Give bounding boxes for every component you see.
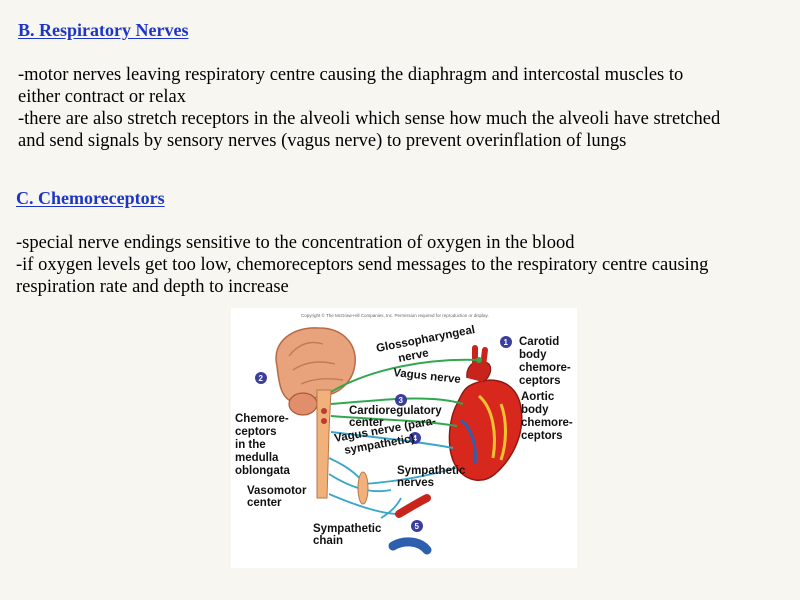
- label-carotid-4: ceptors: [519, 375, 561, 387]
- respiratory-control-diagram: Copyright © The McGraw-Hill Companies, I…: [231, 308, 577, 568]
- copyright-notice: Copyright © The McGraw-Hill Companies, I…: [301, 312, 489, 318]
- label-chemo-5: oblongata: [235, 465, 291, 477]
- label-cardioregulatory-1: Cardioregulatory: [349, 405, 442, 417]
- cerebellum-icon: [288, 392, 318, 416]
- text-line: -there are also stretch receptors in the…: [18, 109, 721, 129]
- label-aortic-2: body: [521, 404, 549, 416]
- marker-1: [500, 336, 512, 348]
- section-heading-respiratory-nerves[interactable]: B. Respiratory Nerves: [18, 20, 189, 40]
- marker-3: [395, 394, 407, 406]
- heart-icon: [448, 345, 523, 481]
- respiratory-nerves-text: -motor nerves leaving respiratory centre…: [18, 64, 720, 152]
- text-line: either contract or relax: [18, 87, 186, 107]
- label-vasomotor-2: center: [247, 497, 282, 509]
- label-sympathetic-chain-1: Sympathetic: [313, 523, 382, 535]
- label-sympathetic-chain-2: chain: [313, 535, 343, 547]
- marker-5-label: 5: [415, 522, 420, 531]
- label-carotid-3: chemore-: [519, 362, 571, 374]
- label-aortic-1: Aortic: [521, 391, 555, 403]
- label-sympathetic-nerves-1: Sympathetic: [397, 465, 466, 477]
- label-sympathetic-nerves-2: nerves: [397, 477, 434, 489]
- brainstem-icon: [316, 389, 332, 499]
- label-aortic-4: ceptors: [521, 430, 563, 442]
- label-chemo-4: medulla: [235, 452, 279, 464]
- label-glossopharyngeal-nerve: nerve: [397, 347, 429, 365]
- label-chemo-2: ceptors: [235, 426, 277, 438]
- label-carotid-1: Carotid: [519, 336, 559, 348]
- brain-icon: [275, 327, 356, 404]
- label-cardioregulatory-2: center: [349, 417, 384, 429]
- section-heading-chemoreceptors[interactable]: C. Chemoreceptors: [16, 188, 165, 208]
- marker-2-label: 2: [259, 374, 264, 383]
- diagram-svg: Copyright © The McGraw-Hill Companies, I…: [235, 312, 573, 555]
- artery-icon: [395, 494, 431, 518]
- marker-2: [255, 372, 267, 384]
- marker-3-label: 3: [399, 396, 404, 405]
- text-line: and send signals by sensory nerves (vagu…: [18, 131, 627, 151]
- label-carotid-2: body: [519, 349, 547, 361]
- label-chemo-3: in the: [235, 439, 266, 451]
- text-line: respiration rate and depth to increase: [16, 277, 289, 297]
- marker-4: [409, 432, 421, 444]
- label-chemo-1: Chemore-: [235, 413, 289, 425]
- marker-4-label: 4: [413, 434, 418, 443]
- marker-5: [411, 520, 423, 532]
- text-line: -if oxygen levels get too low, chemorece…: [16, 255, 709, 275]
- vein-icon: [388, 537, 432, 555]
- text-line: -motor nerves leaving respiratory centre…: [18, 65, 684, 85]
- sympathetic-ganglion-icon: [357, 471, 369, 505]
- text-line: -special nerve endings sensitive to the …: [16, 233, 575, 253]
- label-vagus-nerve: Vagus nerve: [393, 367, 462, 386]
- chemoreceptors-text: -special nerve endings sensitive to the …: [16, 232, 708, 298]
- marker-1-label: 1: [504, 338, 509, 347]
- label-aortic-3: chemore-: [521, 417, 573, 429]
- label-vasomotor-1: Vasomotor: [247, 485, 307, 497]
